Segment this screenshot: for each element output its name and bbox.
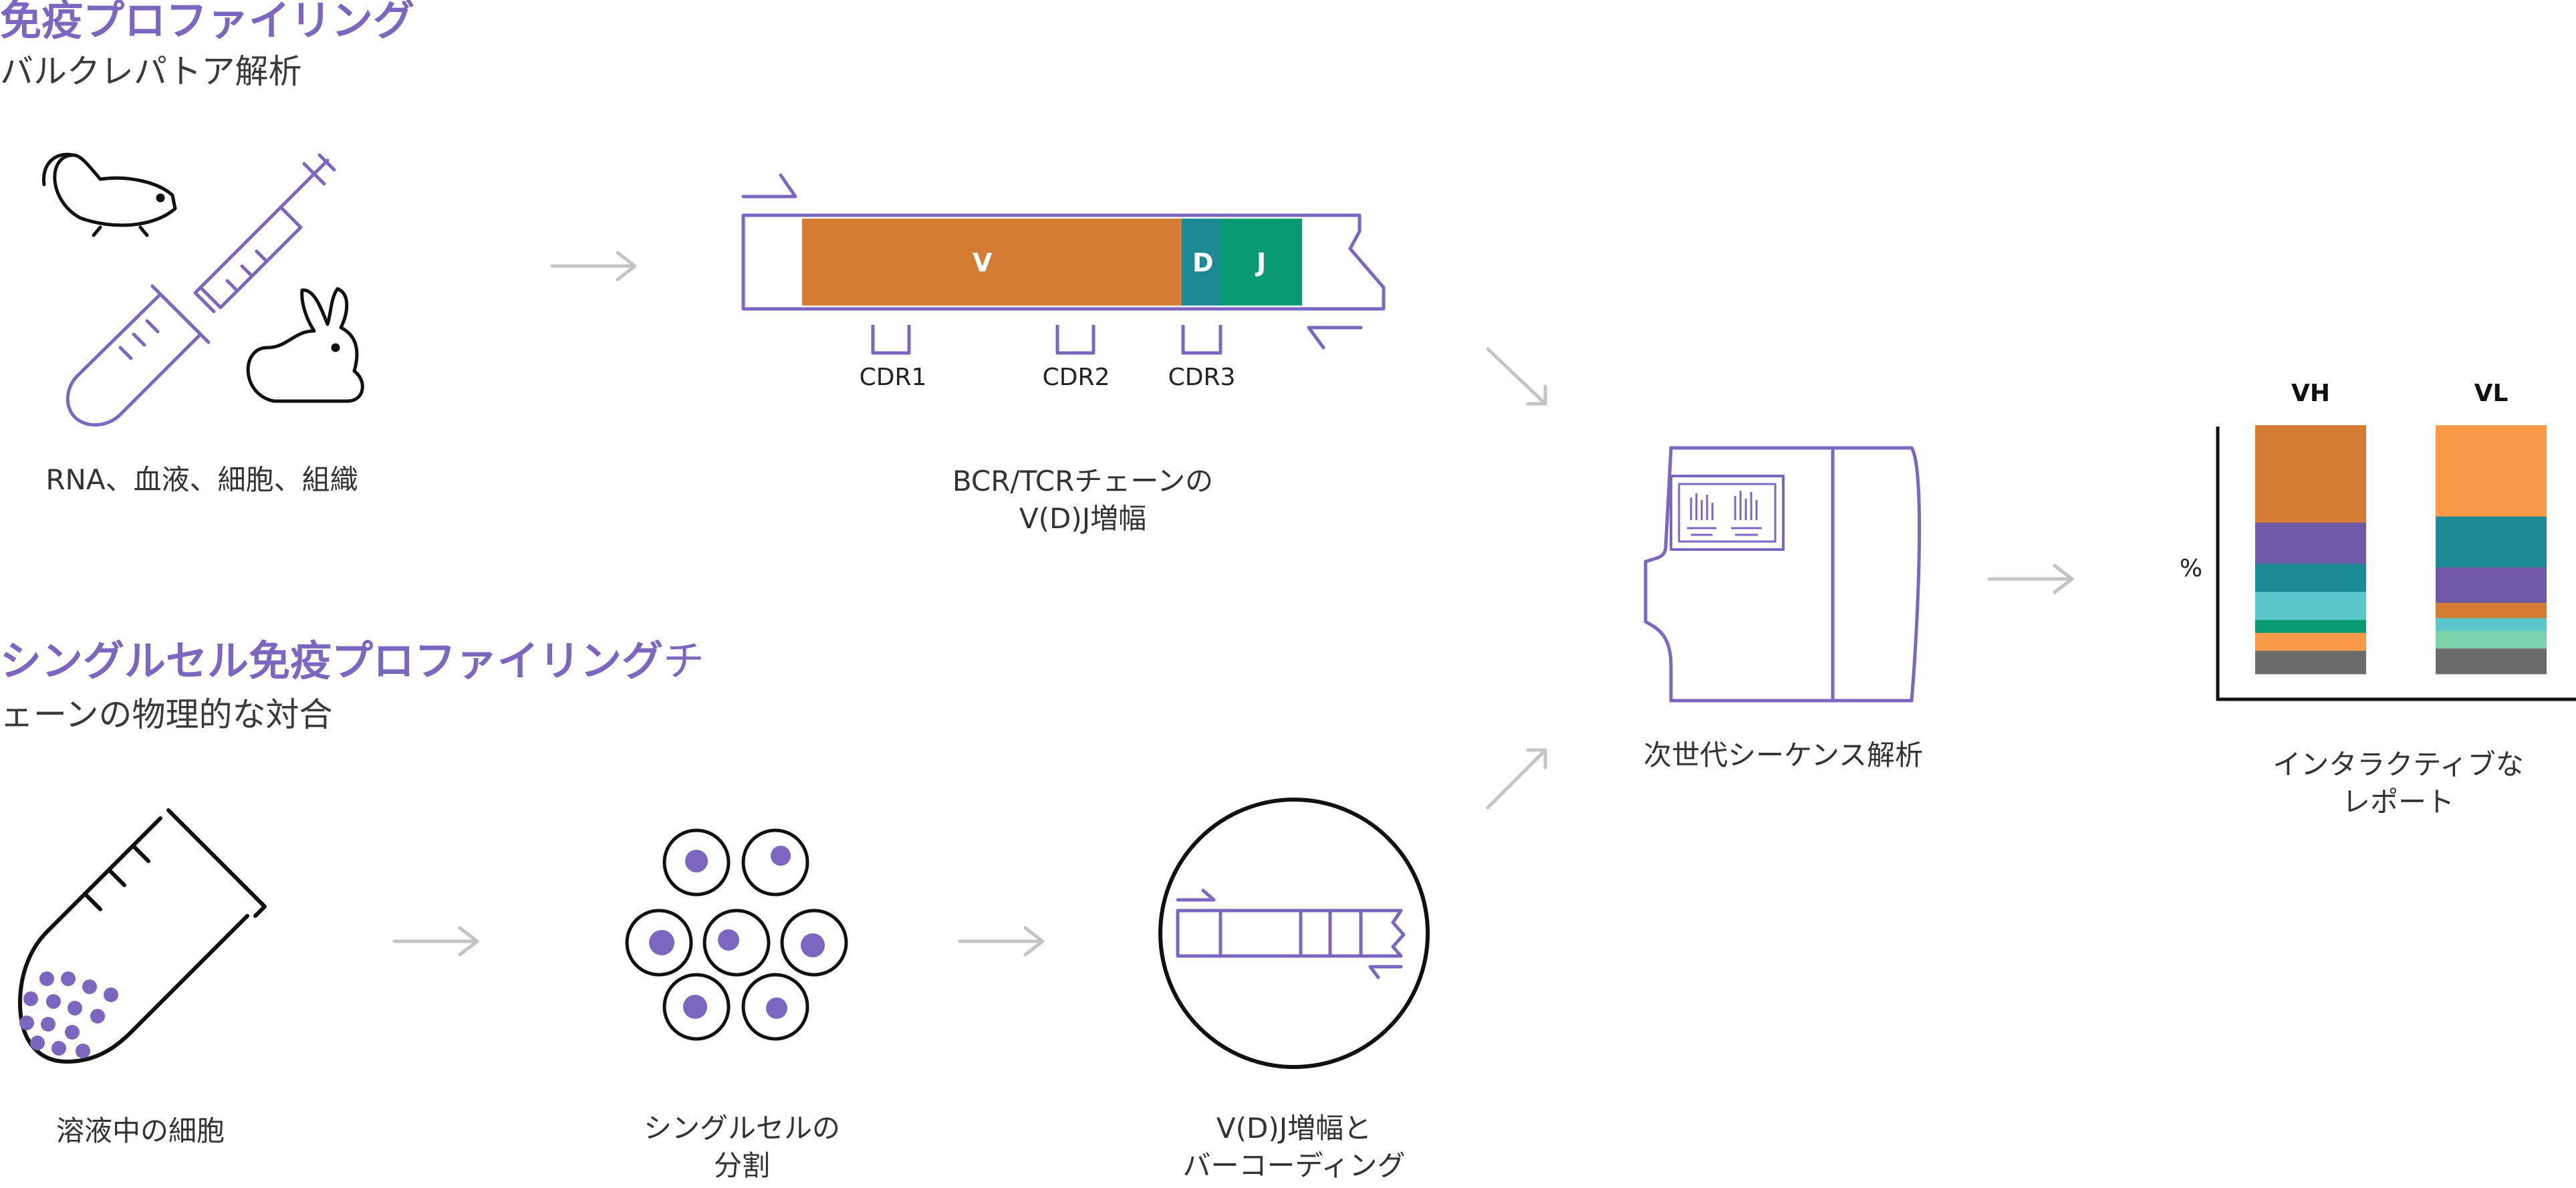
forward-primer-icon [741,173,797,199]
arrow-ngs-to-report [1987,564,2074,594]
mouse-icon [41,152,177,237]
bar-segment-vh-5 [2255,592,2366,620]
bulk-section-subtitle: バルクレパトア解析 [0,52,302,91]
barcode-reverse-primer-icon [1368,965,1403,979]
barcode-label-line1: V(D)J増幅と [1216,1112,1372,1145]
barcode-forward-primer-icon [1176,888,1216,902]
cells-label: 溶液中の細胞 [56,1114,225,1147]
bar-segment-vh-11 [2255,650,2366,675]
category-label-vh: VH [2291,380,2330,407]
cdr3-label: CDR3 [1168,364,1236,391]
vdj-label-line2: V(D)J増幅 [1019,502,1146,535]
arrow-partition-to-barcode [958,926,1045,957]
report-chart: % VH VL [2180,380,2576,701]
bar-segment-vl-11 [2436,648,2547,675]
cdr3-bracket [1181,325,1222,355]
rabbit-icon [246,287,364,403]
bar-segment-vl-7 [2436,618,2547,631]
bar-segment-vl-3 [2436,567,2547,604]
barcoding-droplet-icon [1158,798,1430,1069]
bar-segment-vl-1 [2436,425,2547,517]
bar-segment-vh-0 [2255,425,2366,523]
bar-segment-vh-8 [2255,620,2366,634]
bar-segment-vl-2 [2436,516,2547,568]
bulk-section-title: 免疫プロファイリング [0,0,414,45]
partition-label-line1: シングルセルの [644,1112,840,1145]
cell-suspension-tube-icon [18,808,267,1064]
bar-segment-vl-10 [2436,630,2547,649]
partition-label-line2: 分割 [714,1149,770,1182]
v-segment [802,219,1182,306]
report-label-line1: インタラクティブな [2273,748,2523,781]
cdr1-label: CDR1 [860,364,927,391]
j-segment-label: J [1255,248,1266,277]
chart-axes [2216,427,2576,701]
bar-segment-vh-4 [2255,564,2366,592]
d-segment-label: D [1192,248,1214,277]
v-segment-label: V [973,248,993,277]
bar-segment-vh-9 [2255,632,2366,651]
vdj-label-line1: BCR/TCRチェーンの [952,465,1213,497]
arrow-samples-to-vdj [550,251,637,281]
barcode-label-line2: バーコーディング [1182,1149,1405,1182]
chart-ylabel: % [2180,555,2202,582]
report-label-line2: レポート [2342,786,2454,818]
arrow-vdj-to-ngs [1486,347,1547,406]
single-section-title: シングルセル免疫プロファイリングチ [0,636,704,685]
test-tube-icon [66,284,211,427]
category-labels: VH VL [2291,380,2508,407]
bar-segment-vh-3 [2255,522,2366,564]
ngs-label: 次世代シーケンス解析 [1644,739,1923,771]
single-cell-partitions-icon [625,828,848,1041]
arrow-barcode-to-ngs [1486,748,1547,810]
samples-icon-group [41,152,364,427]
j-segment [1220,219,1302,306]
cdr2-bracket [1055,325,1096,355]
samples-label: RNA、血液、細胞、組織 [45,463,358,496]
cdr1-bracket [871,325,911,355]
category-label-vl: VL [2474,380,2508,407]
stacked-bars [2255,425,2547,675]
cdr2-label: CDR2 [1043,364,1110,391]
flow-arrows [392,251,2074,957]
reverse-primer-icon [1307,326,1363,350]
syringe-icon [193,153,336,314]
d-segment [1182,219,1220,306]
vdj-construct: V D J CDR1 CDR2 CDR3 [741,173,1386,391]
arrow-cells-to-partition [392,926,479,957]
single-section-subtitle: ェーンの物理的な対合 [0,695,333,734]
cells-in-solution [19,971,118,1058]
sequencer-icon [1644,446,1922,703]
bar-segment-vl-6 [2436,602,2547,618]
